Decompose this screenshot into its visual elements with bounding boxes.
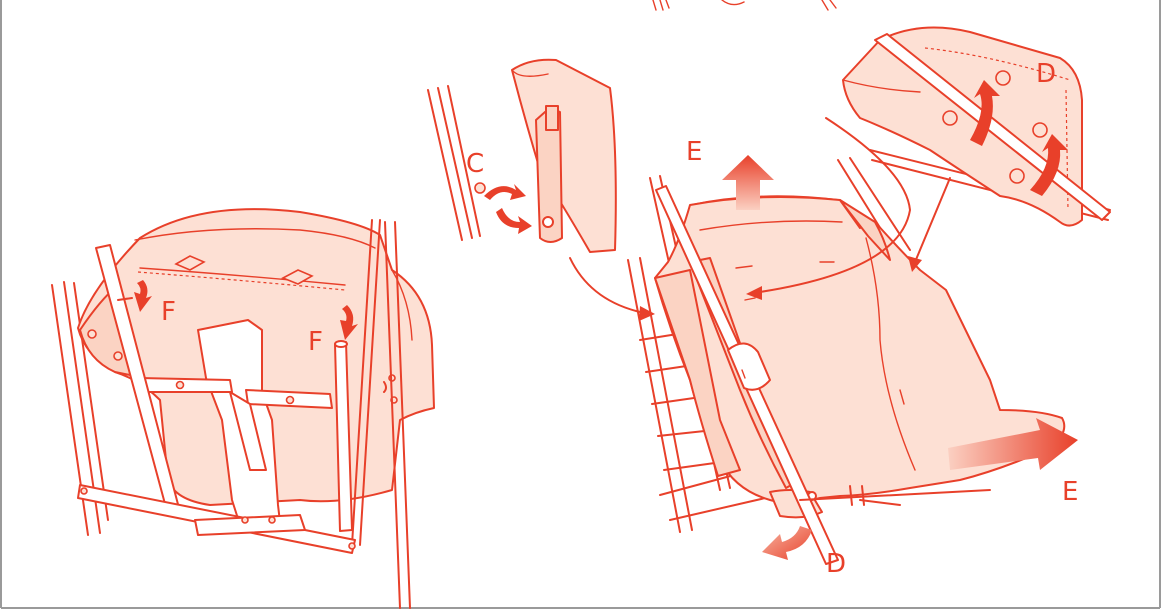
label-c: C [466, 149, 484, 179]
label-f-right: F [308, 327, 323, 357]
inset-fastener-detail [843, 28, 1110, 226]
label-e-top: E [686, 137, 702, 167]
label-e-right: E [1062, 477, 1078, 507]
left-illustration-seat-rear [52, 209, 434, 608]
right-illustration-seat-liner [628, 150, 1110, 564]
label-d-top: D [1036, 59, 1056, 89]
rotate-arrow-c [484, 184, 532, 234]
label-d-bottom: D [826, 549, 846, 579]
rotate-arrow-d-bottom [762, 526, 812, 560]
label-f-left: F [161, 297, 176, 327]
